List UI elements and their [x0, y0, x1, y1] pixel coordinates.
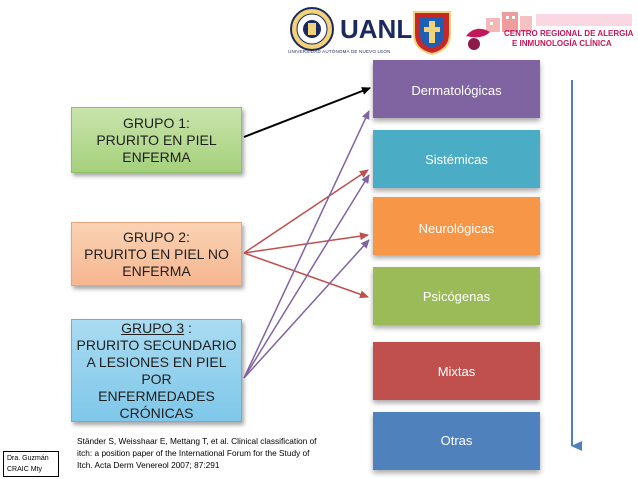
category-label: Mixtas — [437, 363, 476, 379]
group-3-heading: GRUPO 3 — [121, 319, 185, 336]
author-name: Dra. Guzmán — [7, 455, 49, 462]
category-label: Otras — [440, 433, 473, 448]
group-2-box: GRUPO 2: PRURITO EN PIEL NO ENFERMA — [71, 222, 242, 286]
group-2-title: GRUPO 2: — [123, 228, 190, 245]
category-label: Psicógenas — [422, 288, 491, 304]
author-affiliation: CRAIC Mty — [7, 466, 42, 473]
uanl-subtitle: UNIVERSIDAD AUTÓNOMA DE NUEVO LEÓN — [288, 49, 391, 54]
group-3-title: GRUPO 3 : — [72, 320, 241, 337]
group-3-line: ENFERMEDADES — [98, 387, 215, 404]
arrow-group3-neurologicas — [243, 239, 370, 379]
group-2-line: PRURITO EN PIEL NO — [84, 245, 229, 262]
craic-logo-line2: E INMUNOLOGÍA CLÍNICA — [512, 39, 612, 48]
craic-logo-line1: CENTRO REGIONAL DE ALERGIA — [504, 29, 634, 38]
category-dermatologicas: Dermatológicas — [373, 60, 540, 118]
group-1-line: PRURITO EN PIEL — [96, 131, 217, 148]
reference-line: Itch. Acta Derm Venereol 2007; 87:291 — [77, 460, 220, 470]
group-3-line: CRÓNICAS — [119, 404, 194, 421]
reference-line: itch: a position paper of the Internatio… — [77, 448, 310, 458]
group-2-line: ENFERMA — [122, 262, 191, 279]
category-psicogenas: Psicógenas — [373, 267, 540, 325]
category-label: Neurológicas — [418, 221, 495, 236]
category-label: Dermatológicas — [411, 83, 502, 98]
group-1-title: GRUPO 1: — [123, 114, 190, 131]
uanl-wordmark: UANL — [340, 14, 413, 44]
group-3-box: GRUPO 3 : PRURITO SECUNDARIO A LESIONES … — [71, 319, 242, 422]
category-mixtas: Mixtas — [373, 342, 540, 400]
author-box: Dra. Guzmán CRAIC Mty — [3, 451, 59, 477]
category-neurologicas: Neurológicas — [373, 197, 540, 255]
arrow-group2-sistemicas — [243, 169, 369, 254]
group-3-line: A LESIONES EN PIEL POR — [86, 353, 227, 387]
reference-line: Ständer S, Weisshaar E, Mettang T, et al… — [77, 436, 317, 446]
arrow-group1-dermatologicas — [243, 87, 371, 138]
arrow-group3-dermatologicas — [243, 110, 370, 379]
arrow-group3-sistemicas — [243, 174, 370, 379]
faculty-shield-logo — [413, 11, 451, 56]
group-1-line: ENFERMA — [122, 148, 191, 165]
group-1-box: GRUPO 1: PRURITO EN PIEL ENFERMA — [71, 107, 242, 173]
craic-logo — [466, 12, 632, 50]
group-3-heading-suffix: : — [184, 319, 192, 336]
category-label: Sistémicas — [425, 151, 488, 167]
arrow-group2-psicogenas — [243, 252, 369, 299]
reference-citation: Ständer S, Weisshaar E, Mettang T, et al… — [77, 435, 367, 471]
group-3-line: PRURITO SECUNDARIO — [76, 336, 237, 353]
category-sistemicas: Sistémicas — [373, 130, 540, 188]
uanl-seal-logo — [290, 7, 334, 51]
category-otras: Otras — [373, 412, 540, 470]
